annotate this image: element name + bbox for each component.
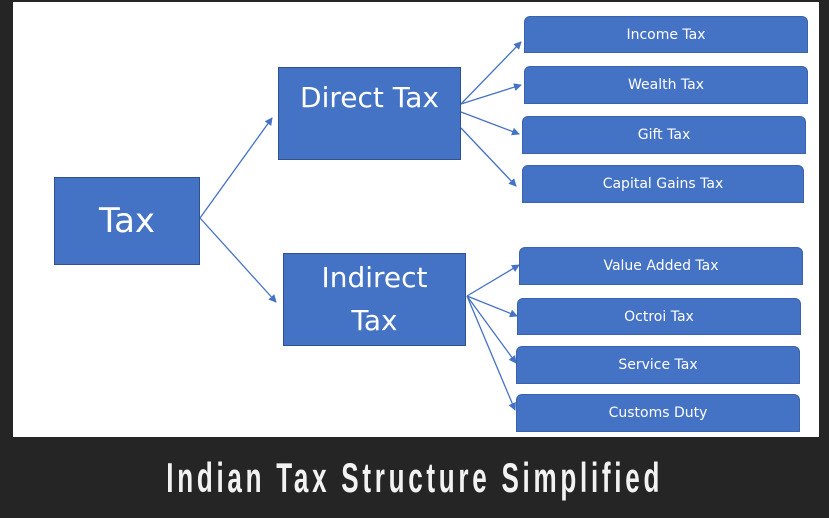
- leaf-value-added-tax[interactable]: Value Added Tax: [519, 247, 803, 285]
- connector-arrows: [199, 41, 522, 411]
- root-node-tax[interactable]: Tax: [54, 177, 200, 265]
- diagram-canvas: Tax Direct Tax Indirect Tax Income Tax W…: [13, 2, 819, 437]
- leaf-label: Gift Tax: [637, 127, 691, 143]
- branch-node-indirect-tax[interactable]: Indirect Tax: [283, 253, 466, 346]
- leaf-label: Service Tax: [618, 357, 698, 373]
- leaf-wealth-tax[interactable]: Wealth Tax: [524, 66, 808, 104]
- leaf-label: Income Tax: [626, 26, 706, 43]
- leaf-income-tax[interactable]: Income Tax: [524, 16, 808, 53]
- leaf-label: Customs Duty: [608, 405, 708, 421]
- leaf-customs-duty[interactable]: Customs Duty: [516, 394, 800, 432]
- leaf-label: Wealth Tax: [627, 77, 704, 93]
- leaf-octroi-tax[interactable]: Octroi Tax: [517, 298, 801, 335]
- root-node-label: Tax: [98, 201, 156, 241]
- branch-node-label: Direct Tax: [300, 81, 439, 114]
- branch-node-label-line1: Indirect: [321, 261, 428, 295]
- leaf-label: Capital Gains Tax: [602, 176, 724, 192]
- footer-banner: Indian Tax Structure Simplified: [0, 437, 829, 518]
- footer-title: Indian Tax Structure Simplified: [166, 453, 663, 501]
- leaf-gift-tax[interactable]: Gift Tax: [522, 116, 806, 154]
- leaf-label: Octroi Tax: [624, 308, 694, 325]
- branch-node-label-line2: Tax: [351, 303, 398, 337]
- leaf-capital-gains-tax[interactable]: Capital Gains Tax: [522, 165, 804, 203]
- leaf-service-tax[interactable]: Service Tax: [516, 346, 800, 384]
- branch-node-direct-tax[interactable]: Direct Tax: [278, 67, 461, 160]
- leaf-label: Value Added Tax: [603, 258, 719, 274]
